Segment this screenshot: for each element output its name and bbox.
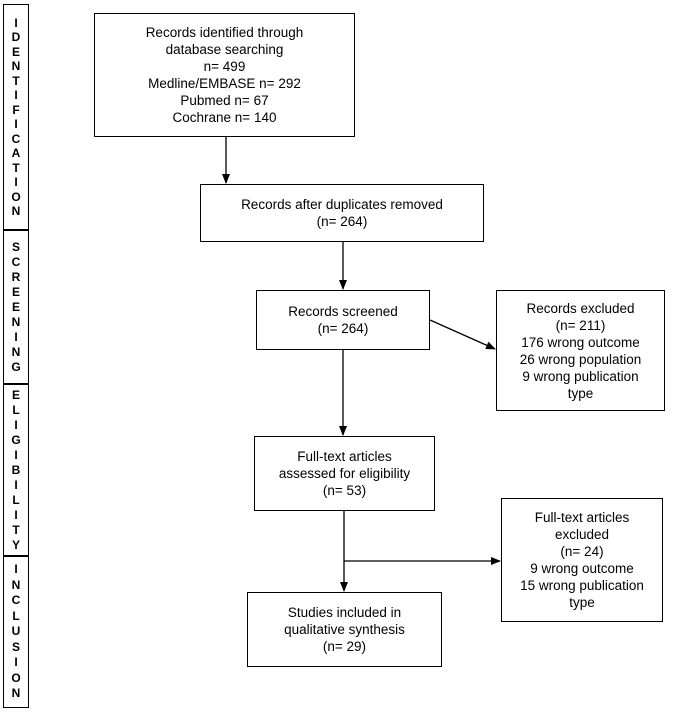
phase-letter: R [11,269,21,284]
box-line: (n= 24) [560,544,604,559]
phase-letter: N [11,686,21,701]
phase-letter: I [14,417,18,432]
phase-letter: A [11,146,21,160]
phase-letter: D [11,30,21,44]
phase-letter: L [12,402,20,417]
box-line: (n= 211) [555,317,606,333]
box-line: Full-text articles [297,449,392,464]
phase-letter: N [11,59,21,73]
phase-letter: I [14,507,18,522]
box-line: 176 wrong outcome [521,334,640,350]
box-line: (n= 264) [317,321,369,336]
phase-letter: I [14,117,18,131]
box-records-excluded: Records excluded (n= 211) 176 wrong outc… [496,290,665,411]
phase-letter: I [14,15,18,30]
box-line: Records after duplicates removed [241,197,443,212]
phase-letter: L [12,492,20,507]
phase-letter: F [12,102,20,117]
phase-letter: T [12,160,20,175]
box-line: type [567,385,594,401]
phase-letter: I [14,447,18,462]
phase-letter: O [11,670,21,685]
box-line: 26 wrong population [519,351,642,367]
box-line: Records excluded [526,300,635,316]
phase-letter: O [11,189,21,204]
phase-letter: Y [11,537,20,552]
phase-letter: N [11,314,21,329]
phase-letter: L [12,608,20,623]
phase-letter: I [14,329,18,344]
phase-letter: G [11,432,21,447]
phase-letter: N [11,344,21,359]
box-line: 15 wrong publication [520,578,644,593]
box-line: type [569,595,595,610]
phase-letter: C [11,131,21,146]
box-fulltext-assessed: Full-text articles assessed for eligibil… [254,436,435,511]
phase-letter: C [11,593,21,608]
box-line: (n= 53) [322,483,367,498]
phase-letter: N [11,577,21,592]
box-records-screened: Records screened (n= 264) [256,290,430,350]
box-line: Full-text articles [534,510,630,525]
phase-letter: I [14,88,18,102]
phase-letter: E [11,284,20,299]
phase-letter: N [11,204,21,218]
box-line: Records screened [288,304,398,319]
box-fulltext-excluded: Full-text articles excluded (n= 24) 9 wr… [501,498,663,622]
box-line: assessed for eligibility [278,466,411,481]
box-line: Cochrane n= 140 [172,110,277,125]
phase-letter: I [14,175,18,189]
box-line: (n= 264) [316,214,368,229]
box-line: (n= 29) [322,639,367,654]
phase-letter: T [12,73,20,88]
box-line: Records identified through [145,25,304,40]
box-line: database searching [165,42,284,57]
box-line: excluded [554,527,610,542]
phase-letter: B [11,462,21,477]
phase-letter: I [14,477,18,492]
arrow-screened-to-excluded [429,319,496,350]
phase-letter: G [11,359,21,374]
box-line: 9 wrong outcome [530,561,634,576]
phase-letter: S [11,239,20,254]
phase-letter: E [11,44,20,59]
box-duplicates-removed: Records after duplicates removed (n= 264… [200,184,484,242]
phase-letter: S [11,639,20,654]
box-line: qualitative synthesis [284,622,405,637]
phase-letter: T [12,522,20,537]
phase-letter: E [11,299,20,314]
phase-letter: E [11,387,20,402]
box-line: Medline/EMBASE n= 292 [148,76,301,91]
box-line: n= 499 [203,59,246,74]
box-line: Studies included in [287,605,402,620]
box-line: Pubmed n= 67 [180,93,269,108]
box-records-identified: Records identified through database sear… [94,13,355,137]
phase-letter: U [11,624,21,639]
phase-letter: C [11,254,21,269]
box-line: 9 wrong publication [522,368,639,384]
phase-letter: I [14,655,18,670]
phase-letter: I [14,562,18,577]
box-studies-included: Studies included in qualitative synthesi… [247,592,442,667]
